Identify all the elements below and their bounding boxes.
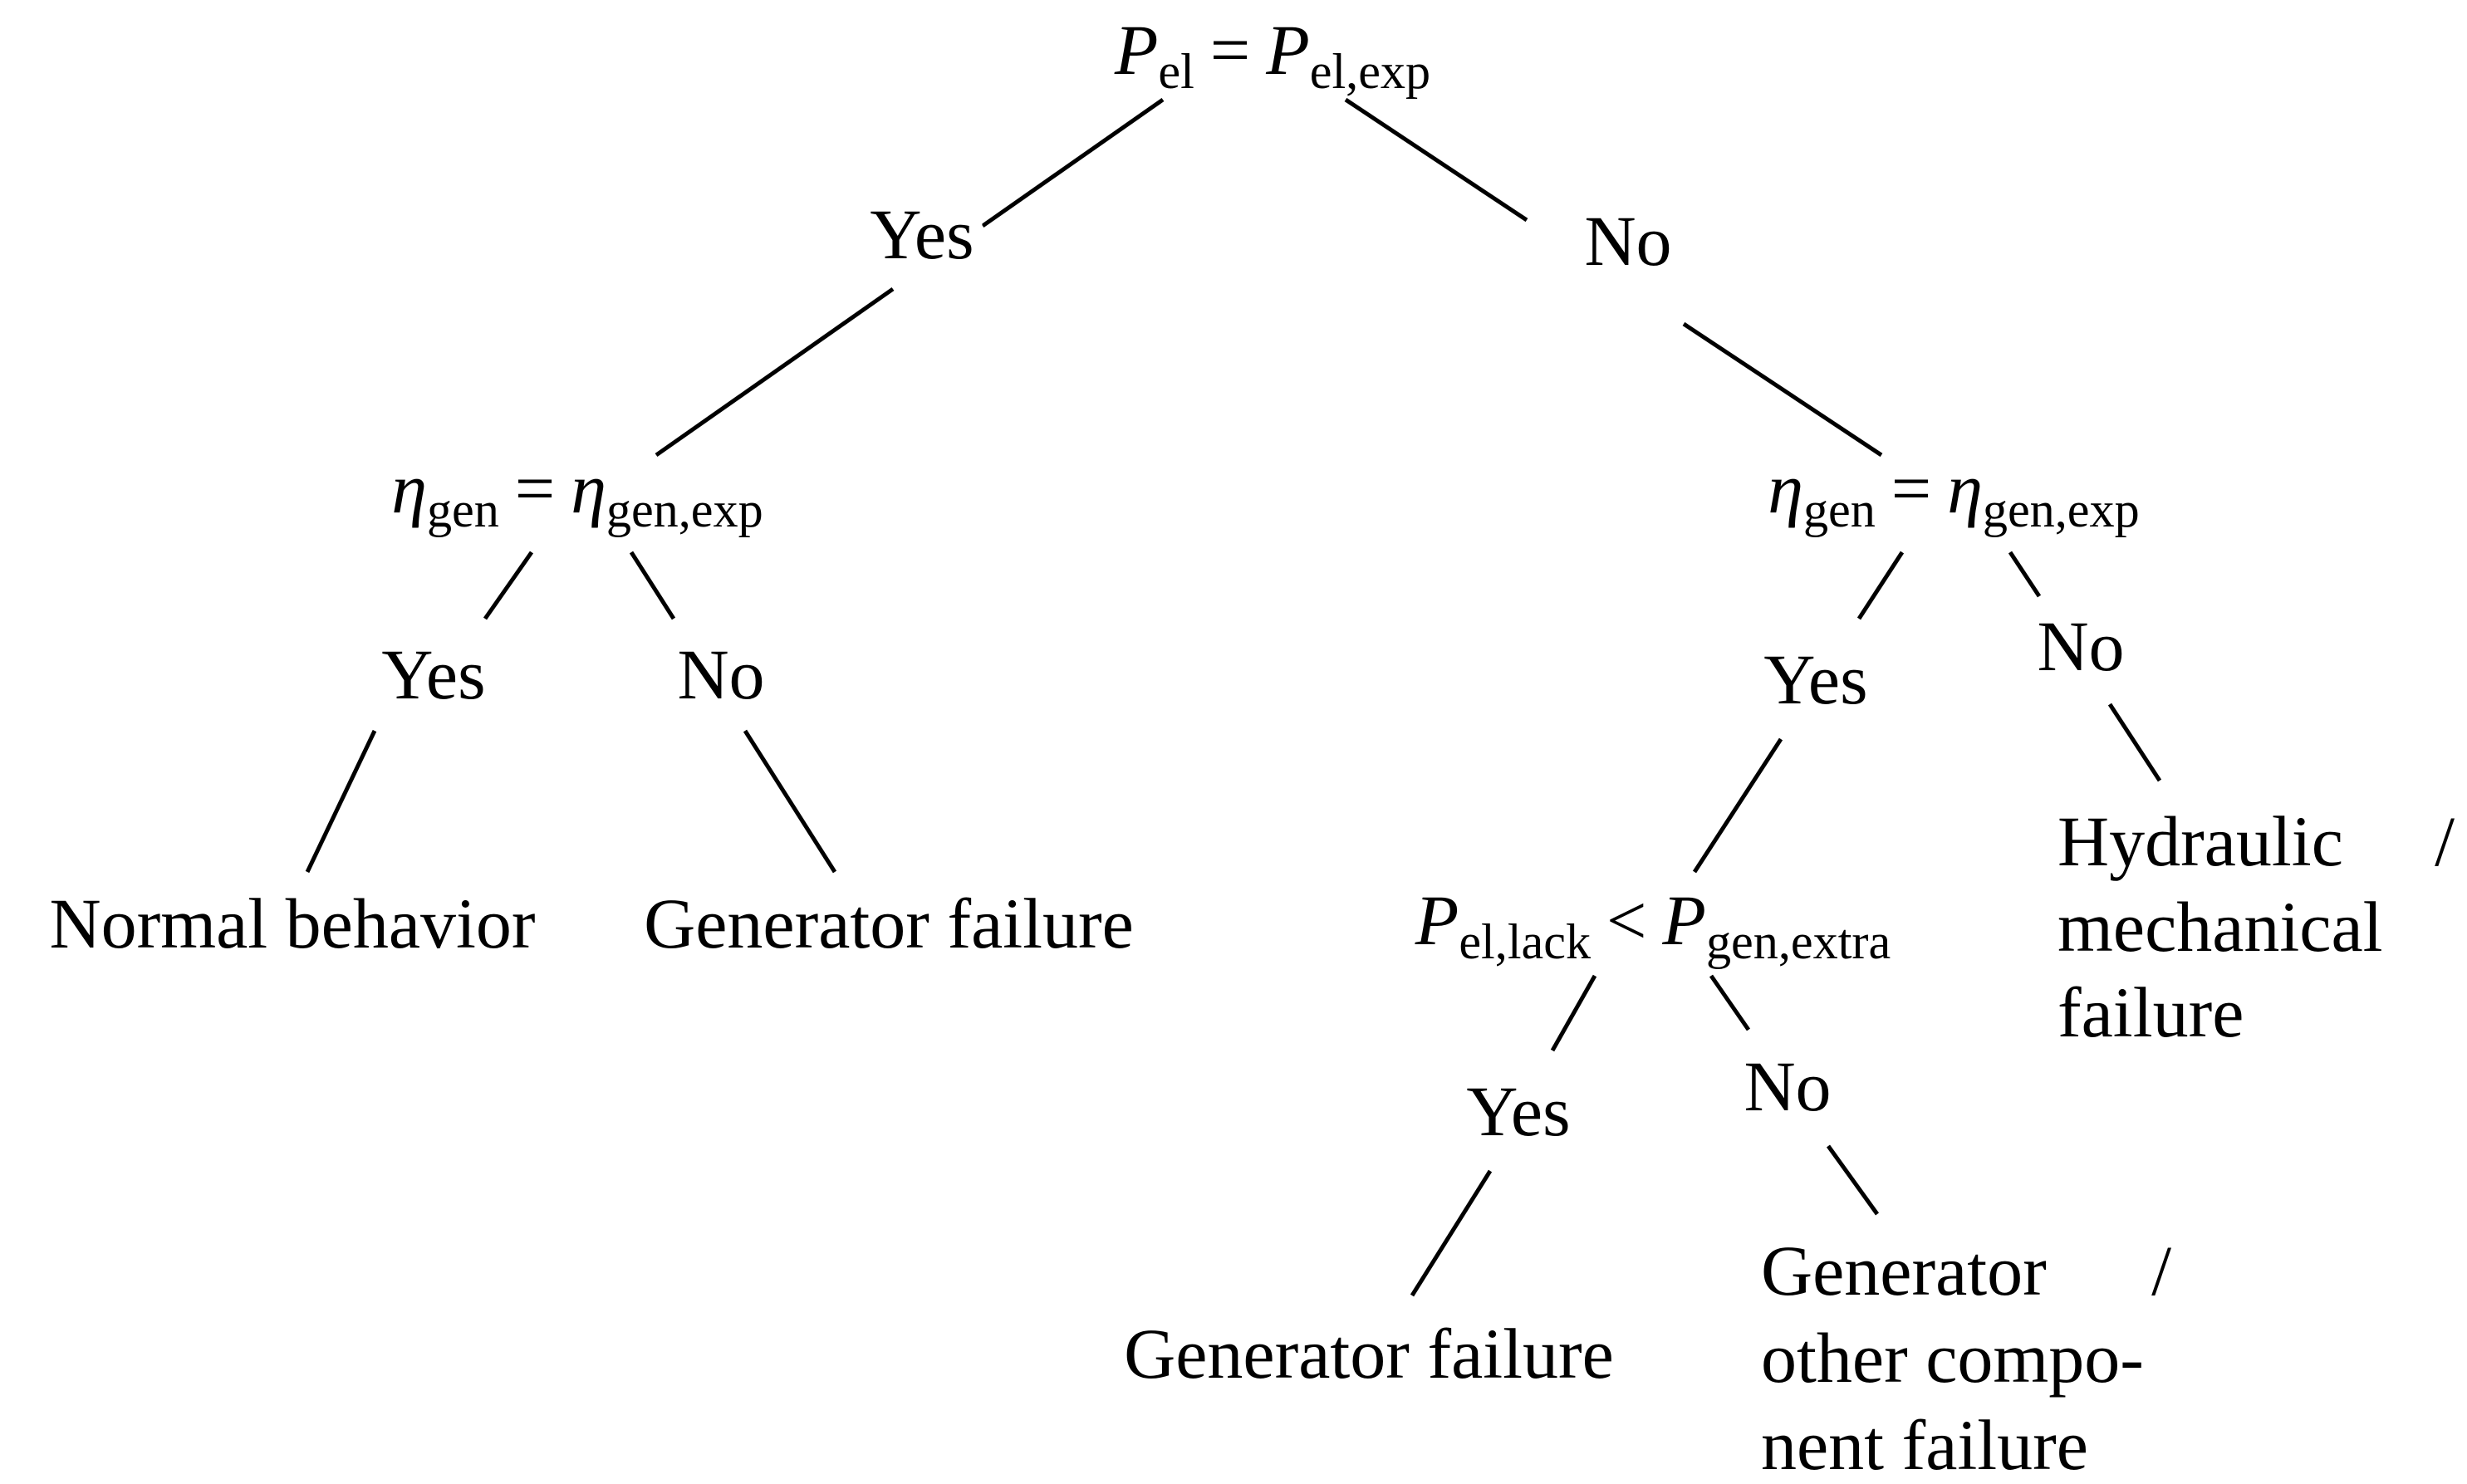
math-var: η bbox=[1947, 448, 1983, 528]
math-subscript: el,lack bbox=[1459, 913, 1592, 970]
leaf-line: Hydraulic / bbox=[2057, 799, 2455, 884]
math-subscript: el bbox=[1158, 43, 1194, 100]
math-var: P bbox=[1415, 880, 1459, 960]
math-var: η bbox=[391, 448, 427, 528]
edge-etaright-yes-lower bbox=[1692, 737, 1783, 874]
leaf-line-text: other compo- bbox=[1761, 1318, 2144, 1398]
leaf-generator-other-component-failure: Generator / other compo- nent failure bbox=[1761, 1227, 2171, 1484]
math-operator: = bbox=[514, 448, 556, 528]
math-subscript: gen,exp bbox=[1982, 482, 2140, 538]
edge-etaleft-no-lower bbox=[743, 729, 837, 874]
edge-label-eta-right-yes: Yes bbox=[1755, 642, 1876, 717]
edge-root-yes-lower bbox=[655, 287, 895, 458]
math-subscript: gen bbox=[426, 482, 499, 538]
math-var: η bbox=[571, 448, 606, 528]
leaf-line-text: nent failure bbox=[1761, 1405, 2088, 1484]
edge-plack-yes-lower bbox=[1410, 1169, 1493, 1297]
edge-label-plack-yes: Yes bbox=[1458, 1074, 1579, 1149]
edge-plack-yes-upper bbox=[1550, 974, 1597, 1052]
leaf-line-slash: / bbox=[2435, 801, 2455, 881]
leaf-generator-failure-left: Generator failure bbox=[644, 884, 1134, 963]
node-eta-right-condition: ηgen=ηgen,exp bbox=[1768, 453, 2139, 535]
math-var: η bbox=[1768, 448, 1803, 528]
node-eta-left-condition: ηgen=ηgen,exp bbox=[391, 453, 763, 535]
leaf-generator-failure-bottom: Generator failure bbox=[1124, 1314, 1614, 1393]
math-var: P bbox=[1266, 10, 1310, 90]
edge-etaleft-yes-upper bbox=[483, 551, 534, 620]
leaf-line: Generator / bbox=[1761, 1227, 2171, 1315]
leaf-line-text: failure bbox=[2057, 972, 2244, 1052]
edge-label-plack-no: No bbox=[1735, 1049, 1840, 1124]
edge-etaright-yes-upper bbox=[1856, 551, 1905, 620]
math-subscript: el,exp bbox=[1309, 43, 1431, 100]
edge-plack-no-upper bbox=[1709, 974, 1751, 1031]
leaf-line-text: Generator bbox=[1761, 1231, 2047, 1310]
math-operator: < bbox=[1606, 880, 1647, 960]
edge-root-yes-upper bbox=[981, 97, 1165, 228]
leaf-line-slash: / bbox=[2151, 1231, 2171, 1310]
edge-etaleft-yes-lower bbox=[305, 729, 377, 874]
leaf-normal-behavior: Normal behavior bbox=[49, 884, 536, 963]
edge-root-no-lower bbox=[1682, 321, 1883, 458]
leaf-line-text: Hydraulic bbox=[2057, 801, 2343, 881]
edge-label-eta-right-no: No bbox=[2028, 609, 2133, 683]
leaf-line-text: mechanical bbox=[2057, 887, 2383, 967]
edge-label-root-yes: Yes bbox=[861, 197, 983, 272]
math-subscript: gen bbox=[1802, 482, 1876, 538]
node-root-condition: Pel=Pel,exp bbox=[1115, 14, 1430, 96]
math-operator: = bbox=[1209, 10, 1251, 90]
node-power-lack-condition: Pel,lack<Pgen,extra bbox=[1415, 884, 1891, 967]
edge-label-root-no: No bbox=[1576, 203, 1680, 278]
edge-etaleft-no-upper bbox=[629, 551, 676, 620]
math-var: P bbox=[1662, 880, 1706, 960]
edge-etaright-no-lower bbox=[2107, 703, 2162, 782]
edge-etaright-no-upper bbox=[2008, 551, 2042, 598]
math-operator: = bbox=[1891, 448, 1932, 528]
edge-label-eta-left-no: No bbox=[669, 637, 773, 712]
edge-label-eta-left-yes: Yes bbox=[373, 637, 494, 712]
leaf-hydraulic-mechanical-failure: Hydraulic / mechanical failure bbox=[2057, 799, 2455, 1055]
math-subscript: gen,extra bbox=[1705, 913, 1891, 970]
math-subscript: gen,exp bbox=[606, 482, 763, 538]
math-var: P bbox=[1114, 10, 1159, 90]
edge-plack-no-lower bbox=[1826, 1144, 1880, 1216]
edge-root-no-upper bbox=[1344, 97, 1528, 223]
